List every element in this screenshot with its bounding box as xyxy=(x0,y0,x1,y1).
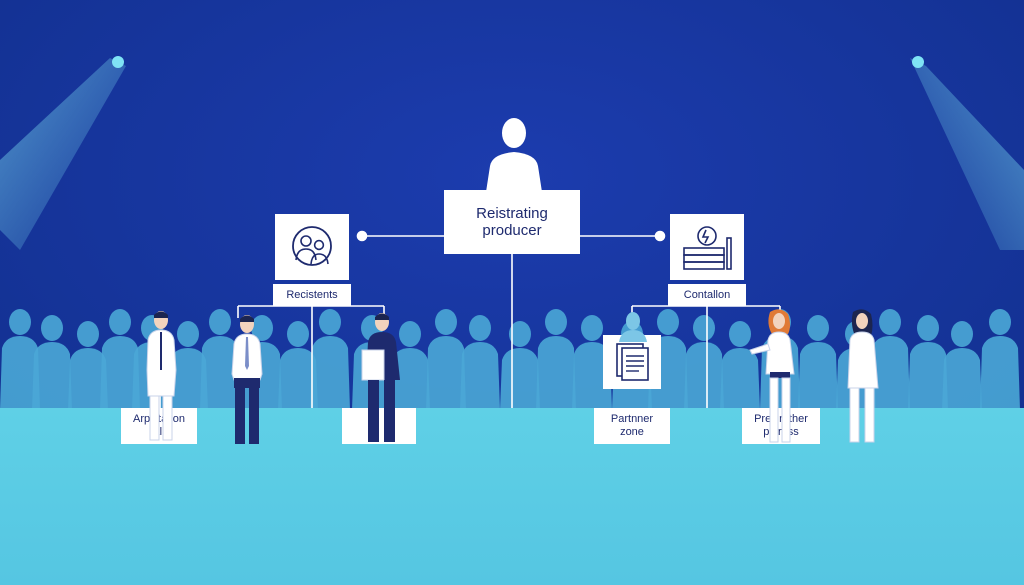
person-suit-left xyxy=(138,308,184,444)
crowd-body xyxy=(536,336,576,410)
branch-right-node: Contallon xyxy=(668,284,746,306)
branch-right-label: Contallon xyxy=(683,288,731,301)
spotlight-beam-right xyxy=(910,58,1024,250)
documents-icon xyxy=(616,343,649,381)
connector-dot xyxy=(654,230,666,242)
spotlight-right xyxy=(912,56,924,68)
crowd-body xyxy=(426,336,466,410)
crowd-body xyxy=(870,336,910,410)
crowd-head xyxy=(545,309,567,335)
spotlight-left xyxy=(112,56,124,68)
crowd-head xyxy=(917,315,939,341)
crowd-body xyxy=(572,342,612,410)
crowd-head xyxy=(469,315,491,341)
crowd-body xyxy=(32,342,72,410)
crowd-body xyxy=(720,348,760,410)
crowd-head xyxy=(657,309,679,335)
crowd-body xyxy=(0,336,40,410)
books-icon xyxy=(683,226,732,270)
crowd-body xyxy=(942,348,982,410)
people-icon xyxy=(292,226,332,266)
branch-right-icon-box xyxy=(670,214,744,280)
crowd-body xyxy=(390,348,430,410)
crowd-head xyxy=(209,309,231,335)
root-node-line-2: producer xyxy=(482,222,542,239)
crowd-head xyxy=(287,321,309,347)
crowd-body xyxy=(310,336,350,410)
connector-lines xyxy=(159,230,781,408)
crowd-body xyxy=(200,336,240,410)
crowd-head xyxy=(399,321,421,347)
crowd-body xyxy=(68,348,108,410)
crowd-head xyxy=(41,315,63,341)
crowd-head xyxy=(989,309,1011,335)
crowd-body xyxy=(100,336,140,410)
crowd-head xyxy=(951,321,973,347)
crowd-head xyxy=(509,321,531,347)
crowd-head xyxy=(109,309,131,335)
crowd-body xyxy=(798,342,838,410)
root-node-line-1: Reistrating xyxy=(476,204,548,222)
leaf-4-line-1: Presirather xyxy=(754,413,808,426)
crowd-body xyxy=(500,348,540,410)
crowd-body xyxy=(908,342,948,410)
crowd-head xyxy=(9,309,31,335)
crowd-body xyxy=(460,342,500,410)
crowd-head xyxy=(77,321,99,347)
crowd-head xyxy=(879,309,901,335)
crowd-head xyxy=(251,315,273,341)
leaf-3-line-1: Partnner xyxy=(610,413,654,426)
crowd-head xyxy=(435,309,457,335)
crowd-head xyxy=(581,315,603,341)
crowd-body xyxy=(684,342,724,410)
crowd-head xyxy=(177,321,199,347)
crowd-head xyxy=(693,315,715,341)
branch-left-label: Recistents xyxy=(286,288,338,301)
branch-left-icon-box xyxy=(275,214,349,280)
crowd-body xyxy=(168,348,208,410)
person-shirt-tie xyxy=(224,312,270,448)
crowd-body xyxy=(278,348,318,410)
branch-left-node: Recistents xyxy=(273,284,351,306)
leaf-3-icon-box xyxy=(603,335,661,389)
connector-dot xyxy=(356,230,368,242)
leaf-node-3: Partnner zone xyxy=(594,408,670,444)
person-holding-paper xyxy=(354,310,410,446)
person-woman-dark-hair xyxy=(836,308,890,448)
spotlight-beam-left xyxy=(0,58,126,250)
crowd-head xyxy=(807,315,829,341)
root-person-figure xyxy=(478,116,550,192)
root-node: Reistrating producer xyxy=(444,190,580,254)
person-woman-red-hair xyxy=(746,308,808,448)
crowd-body xyxy=(980,336,1020,410)
person-center-top xyxy=(617,310,649,342)
leaf-3-line-2: zone xyxy=(620,426,644,438)
crowd-head xyxy=(319,309,341,335)
crowd-head xyxy=(729,321,751,347)
